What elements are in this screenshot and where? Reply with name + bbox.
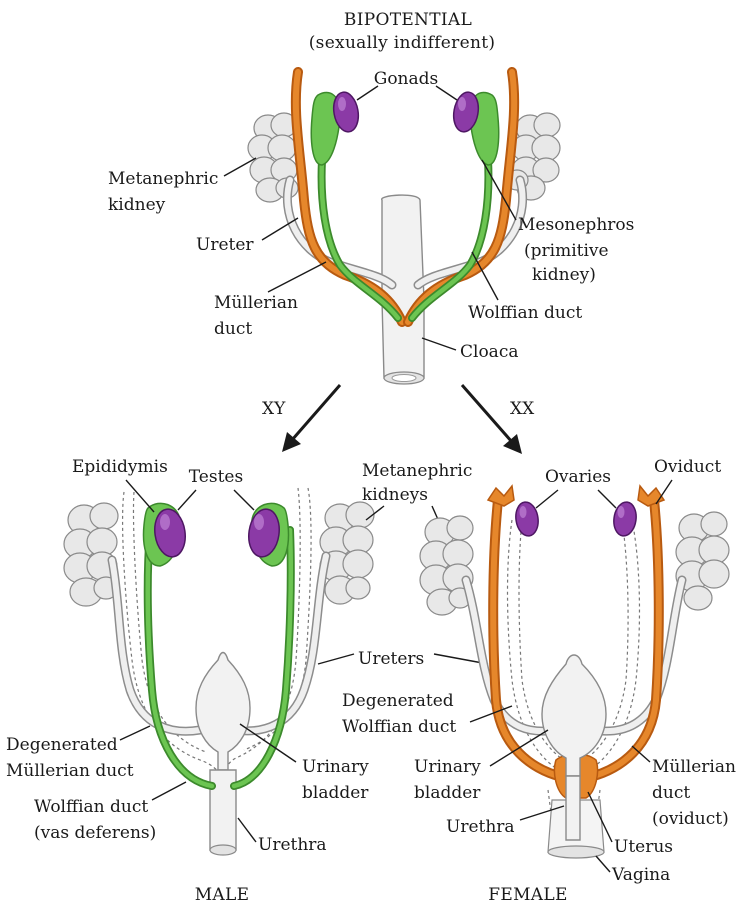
gonad-right — [452, 91, 480, 133]
label-female-urethra: Urethra — [446, 817, 515, 837]
female-bladder — [541, 654, 607, 777]
label-mesonephros-line2: (primitive — [524, 241, 609, 261]
testis-left — [154, 508, 186, 558]
female-kidney-right — [675, 511, 730, 611]
bipotential-subtitle: (sexually indifferent) — [309, 33, 496, 53]
male-urethra — [209, 769, 237, 851]
female-urethra — [565, 775, 581, 841]
label-mesonephros-line3: kidney) — [532, 265, 596, 285]
label-epididymis: Epididymis — [72, 457, 168, 477]
metanephric-kidney-right — [505, 112, 561, 201]
arrow-to-female — [460, 384, 522, 454]
label-degenerated-mullerian-line2: Müllerian duct — [6, 761, 134, 781]
label-xy: XY — [262, 399, 286, 419]
label-mesonephros-line1: Mesonephros — [518, 215, 634, 235]
female-kidney-left — [419, 515, 474, 616]
label-female-bladder-line2: bladder — [414, 783, 481, 803]
label-vas-deferens-line1: Wolffian duct — [34, 797, 148, 817]
label-mullerian-duct-line1: Müllerian — [214, 293, 298, 313]
vas-deferens-left — [143, 526, 216, 790]
label-mullerian-oviduct-line3: (oviduct) — [652, 809, 729, 829]
label-metanephric-kidney-line2: kidney — [108, 195, 166, 215]
male-kidney-right — [319, 501, 375, 605]
vas-deferens-right — [230, 526, 295, 790]
label-xx: XX — [510, 399, 535, 419]
label-metanephric-kidneys-line1: Metanephric — [362, 461, 472, 481]
label-degenerated-wolffian-line2: Wolffian duct — [342, 717, 456, 737]
female-diagram — [419, 484, 730, 859]
label-degenerated-mullerian-line1: Degenerated — [6, 735, 118, 755]
label-vas-deferens-line2: (vas deferens) — [34, 823, 156, 843]
bipotential-diagram — [247, 67, 561, 385]
label-degenerated-wolffian-line1: Degenerated — [342, 691, 454, 711]
label-testes: Testes — [189, 467, 243, 487]
degenerated-mullerian-right — [221, 487, 301, 781]
label-ureter: Ureter — [196, 235, 254, 255]
arrow-to-male — [282, 384, 342, 452]
label-male-bladder-line1: Urinary — [302, 757, 369, 777]
label-cloaca: Cloaca — [460, 342, 518, 362]
degenerated-wolffian-left — [506, 519, 569, 791]
mullerian-ducts-bipotential — [290, 67, 520, 327]
label-mullerian-duct-line2: duct — [214, 319, 252, 339]
degenerated-wolffian-right — [579, 519, 641, 791]
male-bladder — [195, 651, 251, 771]
label-ovaries: Ovaries — [545, 467, 611, 487]
label-metanephric-kidney-line1: Metanephric — [108, 169, 218, 189]
male-kidney-left — [63, 502, 119, 607]
label-mullerian-oviduct-line1: Müllerian — [652, 757, 736, 777]
ovary-left — [515, 501, 539, 537]
label-vagina: Vagina — [611, 865, 670, 885]
label-oviduct: Oviduct — [654, 457, 721, 477]
gonad-left — [332, 91, 360, 133]
label-gonads: Gonads — [374, 69, 439, 89]
label-uterus: Uterus — [614, 837, 673, 857]
bipotential-title: BIPOTENTIAL — [344, 10, 472, 30]
male-caption: MALE — [195, 885, 250, 905]
label-female-bladder-line1: Urinary — [414, 757, 481, 777]
testis-right — [248, 508, 280, 558]
label-male-urethra: Urethra — [258, 835, 327, 855]
ovary-right — [613, 501, 637, 537]
male-diagram — [63, 487, 375, 856]
label-wolffian-duct: Wolffian duct — [468, 303, 582, 323]
label-mullerian-oviduct-line2: duct — [652, 783, 690, 803]
female-caption: FEMALE — [488, 885, 567, 905]
label-male-bladder-line2: bladder — [302, 783, 369, 803]
wolffian-ducts-bipotential — [317, 156, 493, 322]
label-metanephric-kidneys-line2: kidneys — [362, 485, 428, 505]
label-ureters: Ureters — [358, 649, 424, 669]
